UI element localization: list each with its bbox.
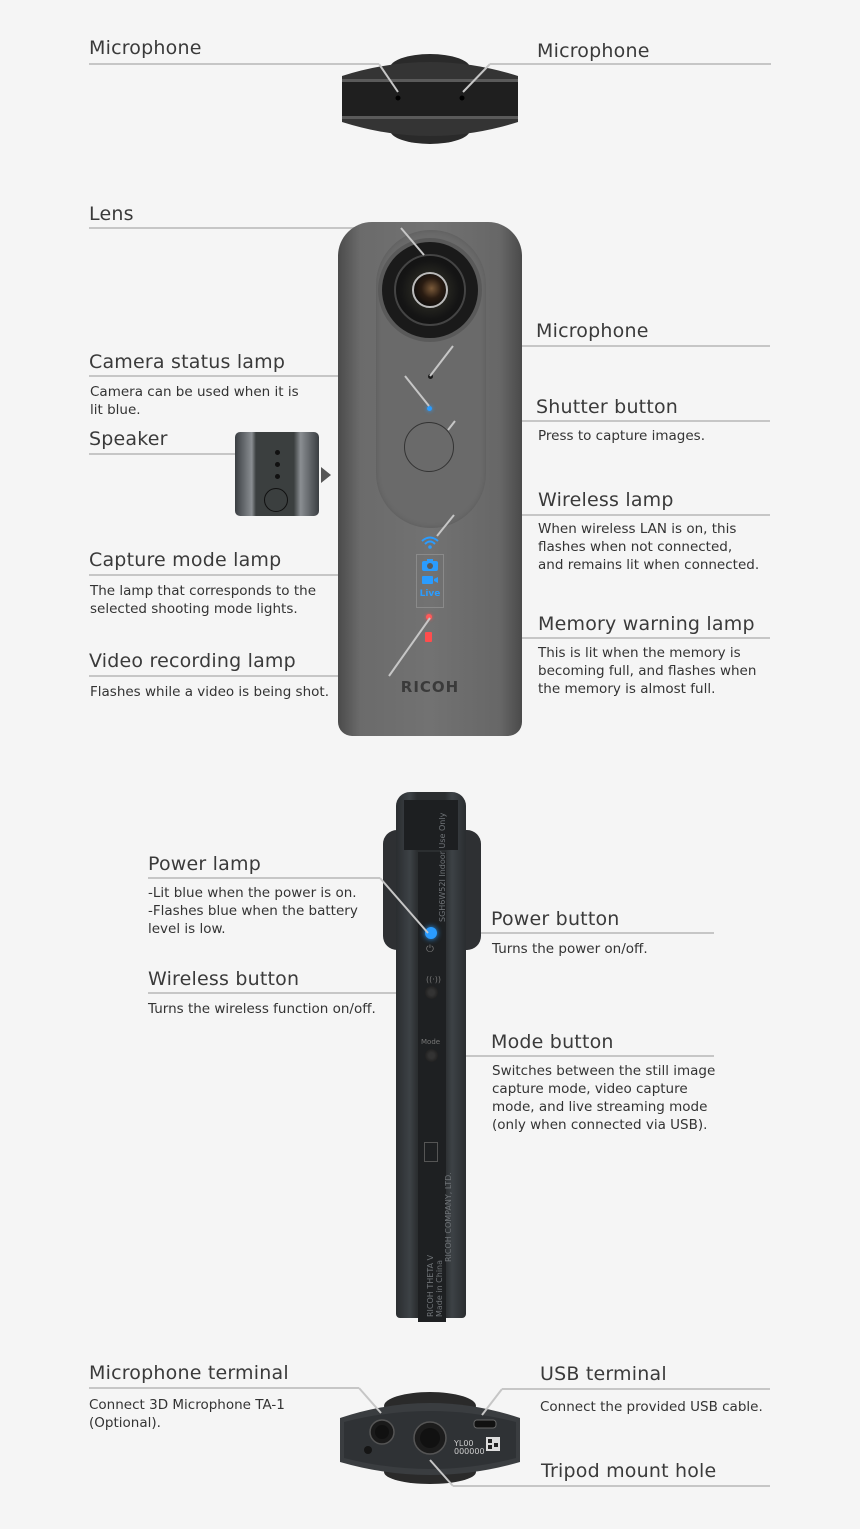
label-wireless-button: Wireless button: [148, 968, 300, 990]
leader-line: [453, 1485, 770, 1487]
microphone-hole-icon: [459, 95, 465, 101]
leader-line: [432, 932, 714, 934]
leader-line: [490, 63, 771, 65]
leader-line: [89, 453, 269, 455]
regulatory-text: SGH6W52I Indoor Use Only: [438, 812, 447, 922]
camera-icon: [422, 559, 438, 571]
video-recording-lamp-icon: [426, 614, 432, 620]
camera-bottom-view: [340, 1392, 520, 1484]
label-microphone-top-right: Microphone: [537, 40, 650, 62]
leader-line: [437, 637, 770, 639]
speaker-hole-icon: [275, 462, 280, 467]
side-lens-right: [463, 830, 481, 950]
description-shutter-button: Press to capture images.: [538, 428, 706, 444]
video-icon: [422, 576, 438, 584]
microphone-hole-icon: [395, 95, 401, 101]
company-text: RICOH COMPANY, LTD.: [444, 1172, 453, 1262]
power-icon: ⏻: [426, 944, 434, 955]
leader-line: [432, 1055, 714, 1057]
label-lens: Lens: [89, 203, 134, 225]
leader-line: [148, 992, 430, 994]
label-power-lamp: Power lamp: [148, 853, 261, 875]
label-mode-button: Mode button: [491, 1031, 614, 1053]
leader-line: [455, 420, 770, 422]
serial-line-2: 000000: [454, 1447, 485, 1456]
serial-line-1: YL00: [454, 1439, 474, 1448]
leader-line: [502, 1388, 770, 1390]
brand-logo: RICOH: [400, 678, 460, 696]
label-video-recording-lamp: Video recording lamp: [89, 650, 296, 672]
label-capture-mode-lamp: Capture mode lamp: [89, 549, 282, 571]
description-capture-mode-lamp: The lamp that corresponds to the selecte…: [90, 583, 317, 617]
power-lamp-icon: [425, 927, 437, 939]
label-memory-warning-lamp: Memory warning lamp: [538, 613, 755, 635]
live-icon: Live: [419, 589, 441, 599]
pointer-arrow-icon: [321, 467, 331, 483]
side-panel: [418, 852, 446, 1322]
memory-warning-icon: [425, 632, 432, 642]
serial-number: YL00 000000: [454, 1440, 485, 1456]
leader-line: [89, 375, 405, 377]
usb-terminal-icon: [473, 1419, 497, 1429]
label-wireless-lamp: Wireless lamp: [538, 489, 674, 511]
camera-status-lamp-icon: [427, 406, 432, 411]
camera-front-view: Live RICOH: [338, 222, 522, 736]
description-camera-status-lamp: Camera can be used when it is lit blue.: [90, 384, 299, 418]
leader-line: [89, 63, 379, 65]
label-speaker: Speaker: [89, 428, 168, 450]
camera-top-view: [342, 54, 518, 144]
description-memory-warning-lamp: This is lit when the memory is becoming …: [538, 645, 757, 697]
label-tripod-mount-hole: Tripod mount hole: [541, 1460, 717, 1482]
certification-mark-icon: [264, 488, 288, 512]
leader-line: [454, 514, 770, 516]
mode-button[interactable]: [425, 1049, 438, 1062]
model-text: RICOH THETA V: [426, 1254, 435, 1317]
label-microphone-terminal: Microphone terminal: [89, 1362, 289, 1384]
leader-line: [89, 675, 389, 677]
description-wireless-lamp: When wireless LAN is on, this flashes wh…: [538, 521, 760, 573]
description-video-recording-lamp: Flashes while a video is being shot.: [90, 684, 329, 700]
description-wireless-button: Turns the wireless function on/off.: [148, 1001, 376, 1017]
leader-line: [89, 227, 401, 229]
leader-line: [148, 877, 380, 879]
speaker-hole-icon: [275, 474, 280, 479]
wifi-icon: ((·)): [426, 975, 442, 984]
description-microphone-terminal: Connect 3D Microphone TA-1 (Optional).: [89, 1397, 285, 1431]
mode-label: Mode: [421, 1038, 441, 1046]
speaker-inset: [235, 432, 319, 516]
camera-side-view: SGH6W52I Indoor Use Only ⏻ ((·)) Mode RI…: [396, 792, 466, 1322]
microphone-hole-icon: [428, 374, 433, 379]
description-power-lamp: -Lit blue when the power is on. -Flashes…: [148, 885, 358, 937]
description-mode-button: Switches between the still image capture…: [492, 1063, 716, 1133]
lens-icon: [382, 242, 478, 338]
label-usb-terminal: USB terminal: [540, 1363, 667, 1385]
wifi-icon: [421, 536, 439, 549]
label-power-button: Power button: [491, 908, 620, 930]
label-shutter-button: Shutter button: [536, 396, 679, 418]
leader-line: [89, 574, 417, 576]
shutter-button[interactable]: [404, 422, 454, 472]
leader-line: [453, 345, 770, 347]
label-microphone-front: Microphone: [536, 320, 649, 342]
wireless-button[interactable]: [425, 986, 438, 999]
speaker-hole-icon: [275, 450, 280, 455]
certification-mark-icon: [424, 1142, 438, 1162]
leader-line: [89, 1387, 359, 1389]
capture-mode-lamp-box: Live: [416, 554, 444, 608]
description-power-button: Turns the power on/off.: [492, 941, 648, 957]
description-usb-terminal: Connect the provided USB cable.: [540, 1399, 763, 1415]
origin-text: Made in China: [435, 1259, 444, 1317]
label-microphone-top-left: Microphone: [89, 37, 202, 59]
label-camera-status-lamp: Camera status lamp: [89, 351, 286, 373]
